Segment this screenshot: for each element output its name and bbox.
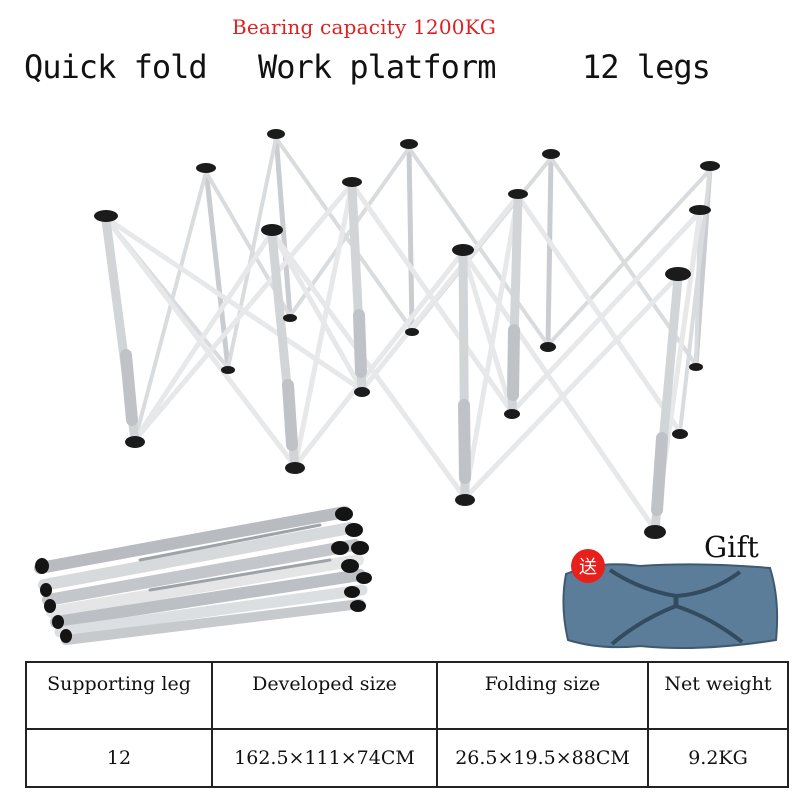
capacity-text: Bearing capacity 1200KG xyxy=(232,15,497,39)
value-supporting-leg: 12 xyxy=(25,728,213,788)
folded-platform-image xyxy=(34,506,372,645)
header-folding-size: Folding size xyxy=(436,661,649,730)
header-developed-size: Developed size xyxy=(211,661,438,730)
gift-badge-icon xyxy=(571,549,605,583)
value-net-weight: 9.2KG xyxy=(647,728,789,788)
gift-badge-text: 送 xyxy=(579,557,597,578)
value-developed-size: 162.5×111×74CM xyxy=(211,728,438,788)
header-supporting-leg: Supporting leg xyxy=(25,661,213,730)
headline-quick-fold: Quick fold xyxy=(24,48,208,86)
gift-bag-image: 送 xyxy=(562,549,779,649)
gift-label: Gift xyxy=(704,530,759,564)
spec-table-value-row: 12 162.5×111×74CM 26.5×19.5×88CM 9.2KG xyxy=(25,728,789,788)
spec-table: Supporting leg Developed size Folding si… xyxy=(25,661,789,788)
headline-work-platform: Work platform xyxy=(258,48,496,86)
value-folding-size: 26.5×19.5×88CM xyxy=(436,728,649,788)
spec-table-header-row: Supporting leg Developed size Folding si… xyxy=(25,661,789,730)
header-net-weight: Net weight xyxy=(647,661,789,730)
headline-legs: 12 legs xyxy=(582,48,711,86)
expanded-platform-image xyxy=(94,129,720,539)
